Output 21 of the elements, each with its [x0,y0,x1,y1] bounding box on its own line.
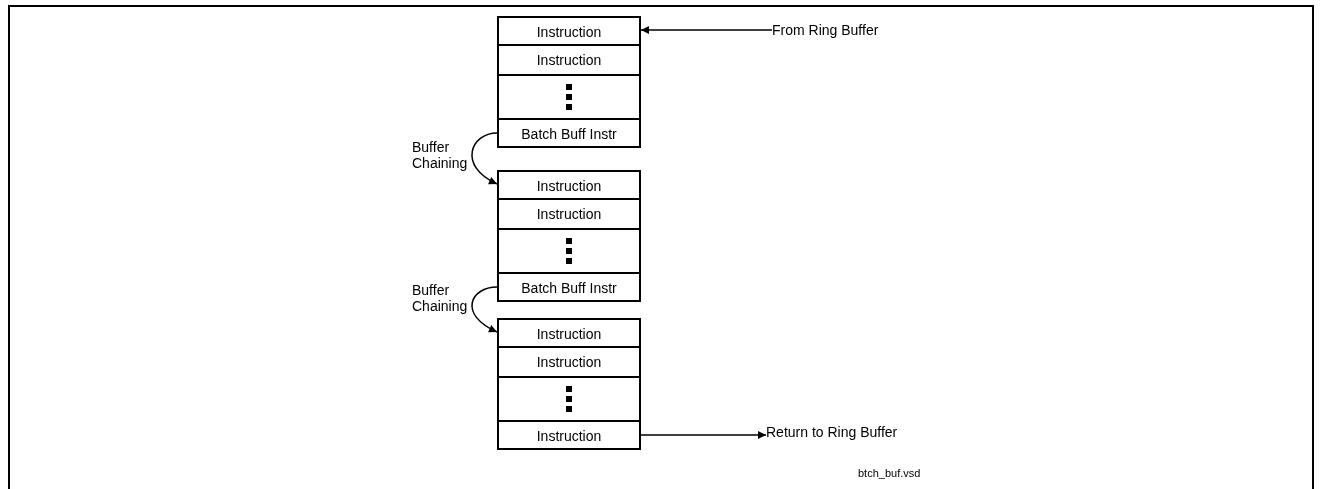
instruction-cell: Instruction [499,320,639,348]
text-label: Return to Ring Buffer [766,422,946,442]
instruction-cell: Instruction [499,420,639,450]
edge-label: Buffer Chaining [412,282,469,314]
instruction-cell: Instruction [499,18,639,46]
instruction-cell: Instruction [499,172,639,200]
buffer-stack [497,170,641,302]
instruction-cell: Instruction [499,44,639,74]
file-name-note: btch_buf.vsd [858,467,921,479]
instruction-cell: Batch Buff Instr [499,272,639,302]
arrow [471,132,498,185]
instruction-cell: Instruction [499,198,639,228]
arrow [471,286,498,333]
edge-label: Buffer Chaining [412,139,469,171]
buffer-stack [497,16,641,148]
arrow [640,26,773,34]
buffer-stack [497,318,641,450]
text-label: From Ring Buffer [772,20,922,40]
instruction-cell: Batch Buff Instr [499,118,639,148]
instruction-cell: Instruction [499,346,639,376]
arrow [640,431,767,439]
